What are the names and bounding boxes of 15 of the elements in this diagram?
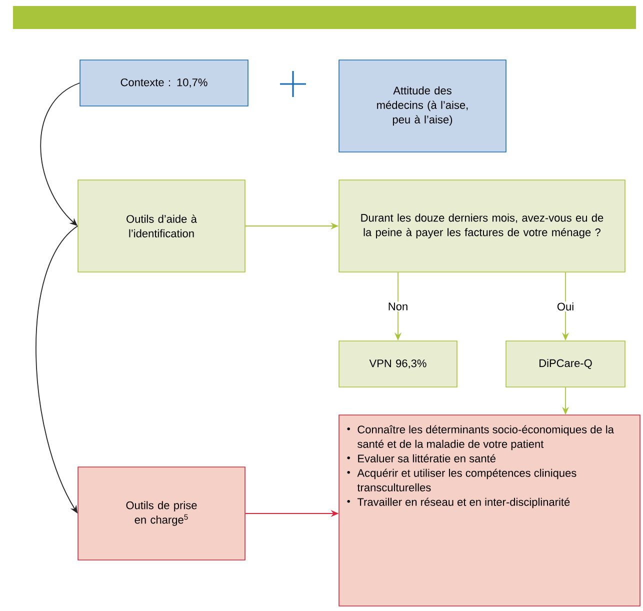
node-label: Travailler en réseau et en inter-disciplinarité: [357, 498, 570, 508]
attitude-box: Attitude des médecins (à l’aise, peu à l’aise): [338, 60, 506, 152]
question-box: Durant les douze derniers mois, avez-vous eu de la peine à payer les factures de votre ménage ?: [338, 180, 626, 272]
result-box: DiPCare-Q: [506, 340, 626, 388]
tool-box: Outils d’aide à l’identification: [78, 180, 246, 272]
result-box: VPN 96,3%: [338, 340, 458, 388]
node-label: Evaluer sa littératie en santé: [358, 454, 496, 462]
context-box: Contexte : 10,7%: [80, 60, 248, 106]
edge-label: Oui: [557, 302, 574, 311]
tool-box: Outils de prise en charge$^{5}$: [78, 466, 246, 560]
node-label: Acquérir et utiliser les compétences cliniques transculturelles: [357, 468, 576, 492]
node-label: Connaître les déterminants socio-économiques de la santé et de la maladie de votre patient: [358, 425, 614, 450]
arrow: [40, 82, 80, 226]
edge-label: Non: [388, 302, 408, 310]
bullet-list: Connaître les déterminants socio-économiques de la santé et de la maladie de votre patient Evaluer sa littératie en santé Acquérir et utiliser les compétences cliniques transculturelles Travailler en réseau et en inter-disciplinarité: [347, 425, 614, 508]
